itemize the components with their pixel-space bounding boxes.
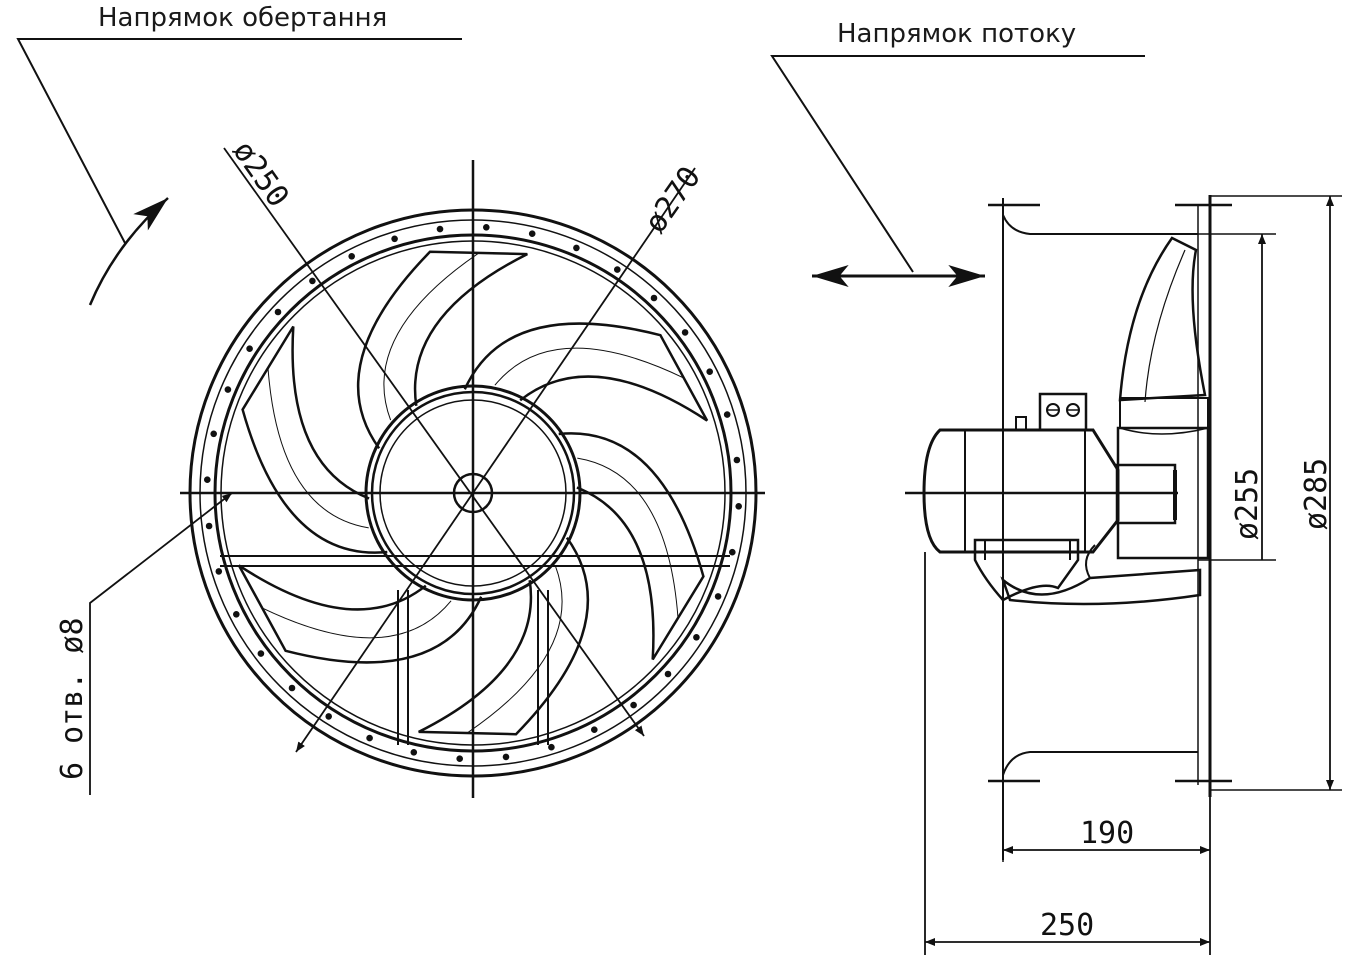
d270-leader	[295, 167, 696, 753]
bolt-hole	[483, 224, 490, 231]
bolt-hole	[723, 411, 731, 418]
shaft-circle	[452, 472, 494, 514]
blade	[241, 325, 388, 554]
bolt-hole	[246, 345, 253, 353]
blade-edge	[383, 252, 479, 421]
bolt-hole	[664, 670, 672, 678]
dim-d250: ø250	[225, 135, 295, 214]
side-blade-top	[1118, 236, 1207, 402]
bolt-hole	[210, 430, 217, 438]
hub-inner	[379, 399, 567, 587]
flow-leader	[770, 55, 1145, 287]
dim-d255: ø255	[1230, 468, 1265, 540]
bolt-hole	[681, 329, 689, 336]
side-view	[905, 195, 1342, 955]
bolt-hole	[224, 386, 232, 393]
bolt-hole	[573, 244, 580, 252]
bolt-hole	[650, 294, 658, 302]
bolt-hole	[325, 713, 333, 720]
flange-outer-circle	[188, 208, 758, 778]
dim-250: 250	[1040, 908, 1094, 943]
blade-edge	[467, 565, 563, 734]
bolt-hole	[204, 476, 211, 484]
blade	[418, 536, 590, 736]
flange-inner-circle	[213, 233, 733, 753]
bolt-hole	[309, 277, 316, 285]
bolt-hole	[205, 522, 213, 530]
dim-d270: ø270	[638, 160, 708, 239]
blade-edge	[262, 600, 452, 639]
bolt-hole	[436, 225, 444, 233]
bolt-hole	[693, 634, 700, 641]
bolt-hole	[614, 266, 621, 273]
rotation-direction-label: Напрямок обертання	[98, 3, 387, 33]
flange-bolt-holes	[204, 224, 742, 762]
blade-edge	[494, 347, 684, 386]
shroud-circle	[220, 240, 726, 746]
blade	[558, 432, 705, 661]
holes-leader	[89, 492, 233, 795]
rotation-leader	[16, 38, 462, 306]
motor-foot	[973, 538, 1080, 602]
d250-leader	[223, 147, 645, 737]
terminal-box	[1038, 392, 1088, 432]
bolt-hole	[215, 568, 223, 575]
bolt-hole	[410, 749, 418, 756]
side-blade-bottom	[1000, 568, 1202, 606]
bolt-hole	[348, 252, 356, 260]
bolt-hole	[456, 755, 464, 762]
bolt-hole	[391, 235, 398, 243]
bolt-hole	[528, 230, 536, 237]
bolt-hole	[274, 308, 282, 316]
blade	[463, 322, 709, 422]
flow-direction-label: Напрямок потоку	[837, 19, 1076, 49]
blade	[356, 250, 528, 450]
impeller-blades	[237, 250, 709, 736]
flange-mid-circle	[199, 219, 747, 767]
motor-body	[922, 428, 1120, 554]
bolt-hole	[502, 753, 510, 761]
dim-190: 190	[1080, 816, 1134, 851]
blade-edge	[577, 457, 679, 618]
bolt-hole	[714, 593, 722, 600]
bolt-hole	[257, 650, 265, 657]
blade-edge	[267, 368, 369, 529]
bolt-hole	[735, 503, 742, 510]
blade	[237, 564, 483, 664]
bolt-hole	[706, 368, 713, 376]
bolt-hole	[630, 701, 637, 709]
bolt-hole	[288, 684, 296, 692]
front-view	[89, 147, 765, 798]
holes-label: 6 отв. ø8	[55, 617, 90, 780]
hub-outer	[364, 384, 582, 602]
bolt-hole	[366, 734, 373, 742]
hub-outer-edge	[370, 390, 576, 596]
bolt-hole	[233, 611, 240, 618]
bolt-hole	[729, 548, 736, 556]
dim-d285: ø285	[1299, 458, 1334, 530]
bolt-hole	[591, 726, 598, 733]
bolt-hole	[733, 456, 741, 464]
bolt-hole	[548, 743, 555, 751]
